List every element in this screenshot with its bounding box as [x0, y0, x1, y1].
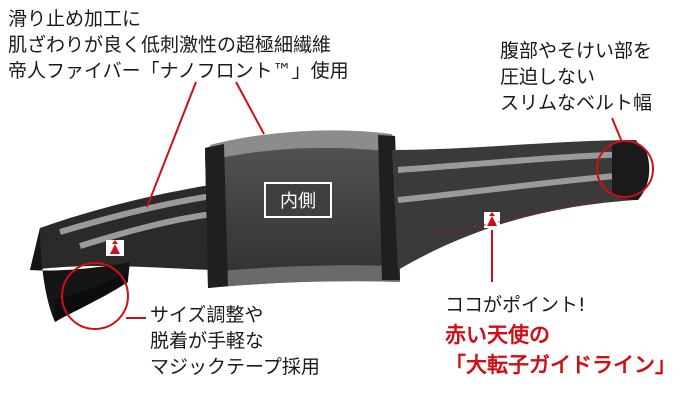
belt-center-bottom-band: [208, 265, 400, 288]
belt-left-stripe-lower: [79, 211, 213, 249]
belt-right-end: [612, 141, 650, 200]
note-point-highlight-2: 「大転子ガイドライン」: [445, 353, 676, 377]
note-point: ココがポイント! 赤い天使の 「大転子ガイドライン」: [445, 292, 676, 380]
belt-left-stripe-upper: [59, 193, 213, 235]
belt-center-side-left: [205, 144, 228, 288]
note-velcro-line-1: サイズ調整や: [150, 304, 264, 326]
velcro-tab-left-shade: [55, 272, 128, 322]
note-slim-line-1: 腹部やそけい部を: [500, 40, 653, 62]
note-fabric-line-3: 帝人ファイバー「ナノフロント™」使用: [8, 60, 349, 82]
note-velcro-line-3: マジックテープ採用: [150, 356, 320, 378]
callout-line-fabric-2: [235, 81, 265, 135]
belt-right-stripe-upper: [397, 151, 635, 173]
note-slim-width: 腹部やそけい部を 圧迫しない スリムなベルト幅: [500, 38, 652, 116]
callout-line-fabric-1: [146, 81, 197, 208]
velcro-tab-left: [30, 228, 130, 322]
note-slim-line-2: 圧迫しない: [500, 66, 596, 88]
note-fabric-line-2: 肌ざわりが良く低刺激性の超極細繊維: [8, 34, 332, 56]
callout-circle-left: [61, 262, 129, 330]
note-velcro: サイズ調整や 脱着が手軽な マジックテープ採用: [150, 302, 320, 380]
belt-center-top-band: [210, 130, 394, 160]
note-slim-line-3: スリムなベルト幅: [500, 92, 653, 114]
note-velcro-line-2: 脱着が手軽な: [150, 330, 265, 352]
callout-circle-right: [596, 140, 654, 198]
note-fabric-line-1: 滑り止め加工に: [8, 8, 142, 30]
angel-marker-right: [484, 212, 500, 228]
callout-line-slim: [611, 117, 623, 143]
note-fabric: 滑り止め加工に 肌ざわりが良く低刺激性の超極細繊維 帝人ファイバー「ナノフロント…: [8, 6, 349, 84]
note-point-lead: ココがポイント!: [445, 294, 586, 316]
belt-right-strap: [392, 140, 646, 270]
angel-marker-left: [106, 240, 124, 256]
note-point-highlight-1: 赤い天使の: [445, 323, 550, 347]
inner-side-label: 内側: [264, 182, 332, 218]
belt-right-stripe-lower: [397, 171, 639, 203]
belt-right-seam: [429, 199, 601, 237]
